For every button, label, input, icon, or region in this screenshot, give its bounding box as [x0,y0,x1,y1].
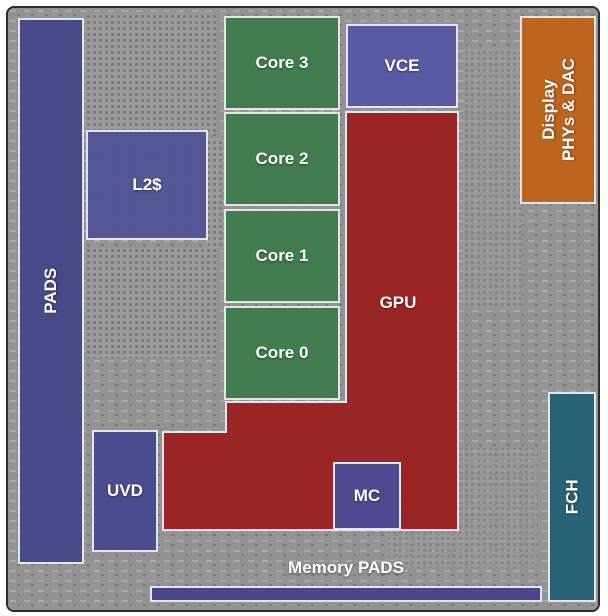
memory-pads-block: Memory PADS [150,558,542,602]
fch-block: FCH [548,392,596,602]
vce-block: VCE [346,24,458,108]
core-3-block: Core 3 [224,16,340,110]
gpu-region [162,111,459,531]
die-shot: PADS L2$ Core 3 Core 2 Core 1 Core 0 VCE… [6,6,600,612]
core-0-label: Core 0 [255,343,309,362]
memory-pads-label: Memory PADS [288,558,404,577]
display-label-line1: Display [538,79,558,141]
mc-block: MC [333,462,401,530]
mc-label: MC [353,486,381,505]
l2-cache-label: L2$ [132,175,162,194]
gpu-label: GPU [379,293,417,312]
core-3-label: Core 3 [255,53,309,72]
display-phys-dac-block: Display PHYs & DAC [520,16,596,204]
vce-label: VCE [384,56,420,75]
l2-cache-block: L2$ [86,130,208,240]
uvd-block: UVD [92,430,158,552]
uvd-label: UVD [107,481,143,500]
core-1-block: Core 1 [224,209,340,303]
core-2-block: Core 2 [224,112,340,206]
pads-label: PADS [41,268,61,314]
core-0-block: Core 0 [224,306,340,400]
core-2-label: Core 2 [255,149,309,168]
gpu-label-box: GPU [368,288,428,318]
core-1-label: Core 1 [255,246,309,265]
fch-label: FCH [562,479,582,515]
display-label-line2: PHYs & DAC [558,58,577,162]
pads-block: PADS [18,18,84,564]
display-phys-dac-label: Display PHYs & DAC [538,59,577,162]
